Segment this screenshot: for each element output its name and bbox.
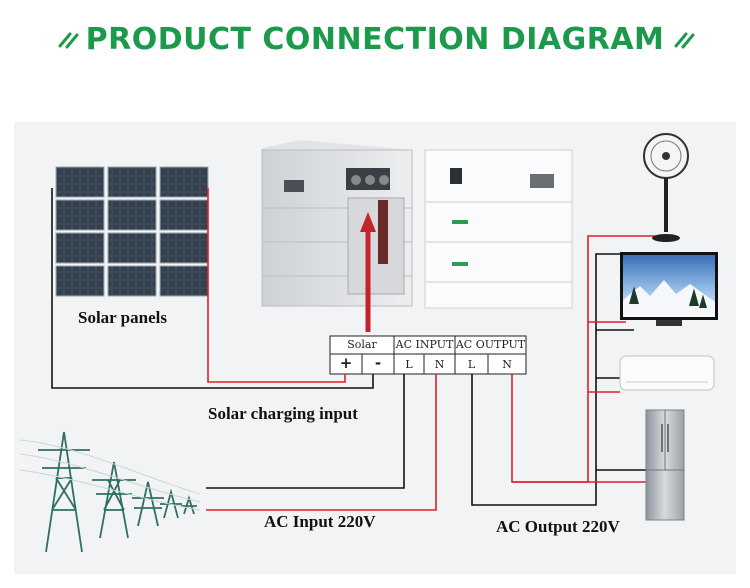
terminal-solar-header: Solar xyxy=(347,338,377,351)
terminal-ac-input-header: AC INPUT xyxy=(395,338,454,351)
fan-icon xyxy=(643,133,689,242)
air-conditioner-icon xyxy=(619,355,715,391)
terminal-block xyxy=(329,335,527,375)
page-title: PRODUCT CONNECTION DIAGRAM xyxy=(85,22,665,57)
solar-panel xyxy=(55,232,105,264)
terminal-ac-output-header: AC OUTPUT xyxy=(455,338,526,351)
double-slash-icon xyxy=(58,32,79,49)
wiring xyxy=(51,188,655,511)
solar-panel xyxy=(159,199,209,231)
refrigerator-icon xyxy=(645,409,685,521)
solar-panel xyxy=(107,232,157,264)
ac-input-label: AC Input 220V xyxy=(264,512,376,531)
terminal-ac-in-l: L xyxy=(405,358,413,371)
terminal-solar-minus: - xyxy=(374,354,382,372)
arrow-to-battery xyxy=(360,212,376,332)
solar-panel xyxy=(107,199,157,231)
tv-icon xyxy=(620,252,718,326)
double-slash-icon xyxy=(674,32,695,49)
solar-panel xyxy=(55,265,105,297)
solar-panel xyxy=(159,265,209,297)
solar-panel-array xyxy=(55,166,209,297)
terminal-solar-plus: + xyxy=(339,354,353,372)
ac-output-label: AC Output 220V xyxy=(496,517,620,536)
solar-panel xyxy=(107,166,157,198)
solar-panel xyxy=(107,265,157,297)
power-grid-towers xyxy=(19,431,201,553)
solar-panel xyxy=(55,166,105,198)
solar-panel xyxy=(55,199,105,231)
solar-charging-input-label: Solar charging input xyxy=(208,404,358,423)
battery-inverter-unit-gray xyxy=(261,140,413,307)
terminal-ac-out-n: N xyxy=(502,358,512,371)
solar-panel xyxy=(159,232,209,264)
terminal-ac-out-l: L xyxy=(467,358,476,371)
solar-panels-label: Solar panels xyxy=(78,308,167,327)
solar-panel xyxy=(159,166,209,198)
terminal-ac-in-n: N xyxy=(434,358,445,371)
battery-stack-white xyxy=(424,138,573,309)
